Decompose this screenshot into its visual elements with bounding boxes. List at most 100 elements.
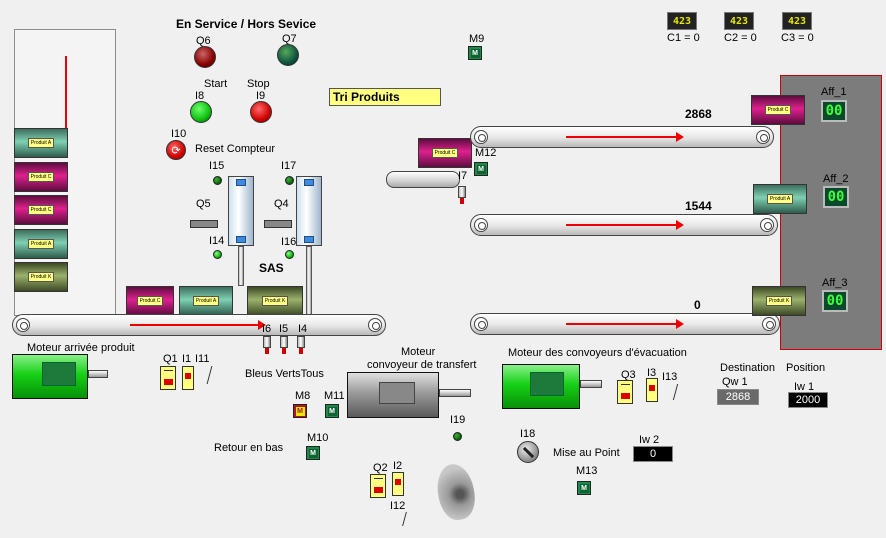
iw1-label: Iw 1 bbox=[794, 381, 815, 393]
sorted-product-3: Produit K bbox=[752, 286, 806, 316]
transfer-product: Produit C bbox=[418, 138, 472, 168]
i1-switch-icon[interactable] bbox=[182, 366, 194, 390]
i16-sensor-dot bbox=[285, 250, 294, 259]
i3-label: I3 bbox=[647, 367, 657, 379]
selector-knob-icon[interactable] bbox=[433, 461, 479, 523]
m9-motor-icon[interactable]: M bbox=[468, 46, 482, 60]
i18-rotary-switch[interactable] bbox=[517, 441, 539, 463]
reset-counter-button[interactable]: ⟳ bbox=[166, 140, 186, 160]
aff-3-display: 00 bbox=[822, 290, 848, 312]
motor-exit-label: Moteur des convoyeurs d'évacuation bbox=[508, 347, 687, 359]
entry-product-1: Produit C bbox=[126, 286, 174, 316]
i13-contact-icon bbox=[665, 384, 679, 400]
i6-label: I6 bbox=[262, 323, 272, 335]
m8-label: M8 bbox=[295, 390, 311, 402]
motor-transfer-line2: convoyeur de transfert bbox=[367, 359, 477, 371]
exit-2-direction-arrow bbox=[566, 220, 684, 230]
aff-1-display: 00 bbox=[821, 100, 847, 122]
i5-sensor bbox=[280, 336, 288, 354]
qw1-value: 2868 bbox=[717, 389, 759, 405]
m11-motor-icon[interactable]: M bbox=[325, 404, 339, 418]
position-label: Position bbox=[786, 362, 826, 374]
en-service-lamp bbox=[194, 46, 216, 68]
reset-counter-label: Reset Compteur bbox=[195, 143, 276, 155]
i16-label: I16 bbox=[281, 236, 297, 248]
i11-label: I11 bbox=[195, 353, 210, 365]
i6-sensor bbox=[263, 336, 271, 354]
aff-2-label: Aff_2 bbox=[823, 173, 849, 185]
exit-3-direction-arrow bbox=[566, 319, 684, 329]
counter-2-label: C2 = 0 bbox=[724, 32, 757, 44]
i19-sensor-dot bbox=[453, 432, 462, 441]
retour-label: Retour en bas bbox=[214, 442, 284, 454]
i3-switch-icon[interactable] bbox=[646, 378, 658, 402]
iw2-label: Iw 2 bbox=[639, 434, 660, 446]
storage-product-4: Produit A bbox=[14, 229, 68, 259]
aff-3-label: Aff_3 bbox=[822, 277, 848, 289]
i11-contact-icon bbox=[199, 366, 213, 384]
sas-rod-left bbox=[238, 246, 244, 286]
sensor-caption: Bleus VertsTous bbox=[245, 368, 324, 380]
i1-label: I1 bbox=[182, 353, 192, 365]
mise-au-point-label: Mise au Point bbox=[553, 447, 620, 459]
stop-button[interactable] bbox=[250, 101, 272, 123]
m12-motor-icon[interactable]: M bbox=[474, 162, 488, 176]
aff-2-display: 00 bbox=[823, 186, 849, 208]
stop-label: Stop bbox=[247, 78, 270, 90]
iw1-value: 2000 bbox=[788, 392, 828, 408]
m10-motor-icon[interactable]: M bbox=[306, 446, 320, 460]
entry-direction-arrow bbox=[130, 320, 266, 330]
sas-cylinder-right bbox=[296, 176, 322, 246]
q4-label: Q4 bbox=[274, 198, 289, 210]
hors-service-lamp bbox=[277, 44, 299, 66]
i14-label: I14 bbox=[209, 235, 225, 247]
counter-1-label: C1 = 0 bbox=[667, 32, 700, 44]
start-button[interactable] bbox=[190, 101, 212, 123]
start-label: Start bbox=[204, 78, 228, 90]
q5-label: Q5 bbox=[196, 198, 211, 210]
i18-label: I18 bbox=[520, 428, 536, 440]
m8-motor-icon[interactable]: M bbox=[293, 404, 307, 418]
title-box: Tri Produits bbox=[329, 88, 441, 106]
m13-motor-icon[interactable]: M bbox=[577, 481, 591, 495]
m11-label: M11 bbox=[324, 390, 345, 402]
storage-product-3: Produit C bbox=[14, 195, 68, 225]
i5-label: I5 bbox=[279, 323, 289, 335]
i14-sensor-dot bbox=[213, 250, 222, 259]
q7-label: Q7 bbox=[282, 33, 297, 45]
sorted-product-2: Produit A bbox=[753, 184, 807, 214]
i2-switch-icon[interactable] bbox=[392, 472, 404, 496]
i15-sensor-dot bbox=[213, 176, 222, 185]
i12-label: I12 bbox=[390, 500, 406, 512]
counter-1-display: 423 bbox=[667, 12, 697, 30]
q3-label: Q3 bbox=[621, 369, 636, 381]
exit-1-value: 2868 bbox=[685, 107, 712, 121]
qw1-label: Qw 1 bbox=[722, 376, 748, 388]
motor-transfer-line1: Moteur bbox=[401, 346, 436, 358]
q2-switch-icon[interactable] bbox=[370, 474, 386, 498]
i7-label: I7 bbox=[458, 170, 468, 182]
i7-sensor bbox=[458, 186, 466, 204]
i9-label: I9 bbox=[256, 90, 266, 102]
storage-product-1: Produit A bbox=[14, 128, 68, 158]
motor-exit bbox=[502, 364, 606, 410]
i17-label: I17 bbox=[281, 160, 297, 172]
sas-rod-right bbox=[306, 246, 312, 316]
m9-label: M9 bbox=[469, 33, 485, 45]
i17-sensor-dot bbox=[285, 176, 294, 185]
storage-indicator-line bbox=[65, 56, 67, 146]
transfer-pusher bbox=[386, 171, 460, 188]
entry-product-3: Produit K bbox=[247, 286, 303, 316]
destination-label: Destination bbox=[720, 362, 776, 374]
i4-sensor bbox=[297, 336, 305, 354]
i19-label: I19 bbox=[450, 414, 466, 426]
i15-label: I15 bbox=[209, 160, 225, 172]
q2-label: Q2 bbox=[373, 462, 388, 474]
entry-product-2: Produit A bbox=[179, 286, 233, 316]
i2-label: I2 bbox=[393, 460, 403, 472]
q4-valve-icon bbox=[264, 220, 292, 228]
q3-switch-icon[interactable] bbox=[617, 380, 633, 404]
sas-title: SAS bbox=[259, 261, 284, 275]
q1-switch-icon[interactable] bbox=[160, 366, 176, 390]
motor-transfer bbox=[347, 372, 477, 418]
